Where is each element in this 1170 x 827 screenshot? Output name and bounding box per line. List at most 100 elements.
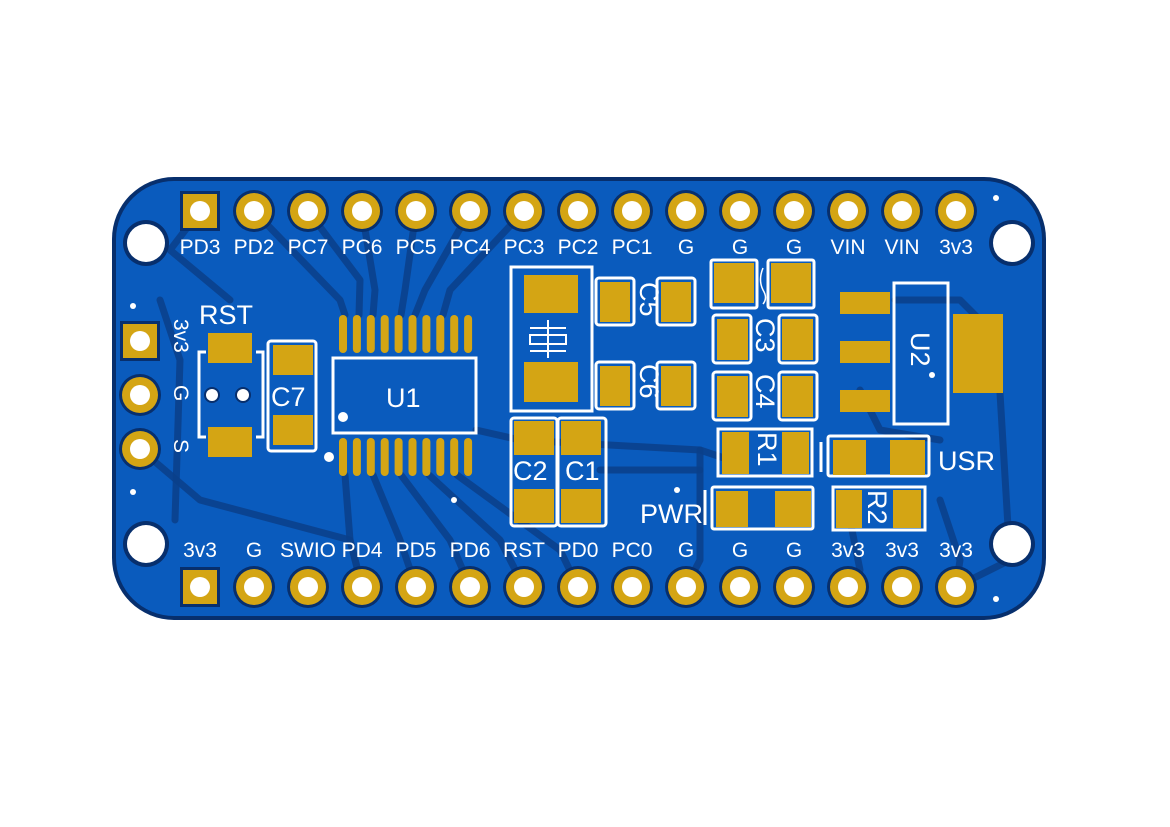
u1-pin <box>394 315 403 353</box>
r1-label: R1 <box>752 432 782 467</box>
c7-label: C7 <box>271 382 306 412</box>
mounting-holes <box>123 195 1035 602</box>
top-header-pin <box>180 191 220 231</box>
u1-pin <box>366 315 375 353</box>
top-header-pin <box>341 190 383 232</box>
regulator-u2: U2 <box>840 281 1003 426</box>
top-header-pin <box>449 190 491 232</box>
led-usr: USR <box>819 434 995 478</box>
u1-pin <box>422 438 431 476</box>
bottom-header-pin <box>341 566 383 608</box>
crystal <box>509 265 594 413</box>
mounting-hole <box>993 224 1031 262</box>
bottom-header-pin <box>719 566 761 608</box>
bottom-header-pin-label: PD4 <box>342 539 383 562</box>
bottom-header-pin <box>665 566 707 608</box>
bottom-header-pin <box>557 566 599 608</box>
usr-label: USR <box>938 446 995 476</box>
side-header-pin-label: G <box>169 385 192 401</box>
u1-pin <box>450 315 459 353</box>
top-header-pin <box>665 190 707 232</box>
top-header-pin <box>287 190 329 232</box>
side-header-pin <box>119 374 161 416</box>
resistor-r2: R2 <box>831 485 927 532</box>
top-header-pin-label: PC2 <box>558 236 599 259</box>
top-header-pin <box>611 190 653 232</box>
bottom-header-pin-label: PC0 <box>612 539 653 562</box>
top-header-pin-label: PC7 <box>288 236 329 259</box>
top-header-pin <box>719 190 761 232</box>
top-header-pin-label: PD2 <box>234 236 275 259</box>
bottom-header-pin-label: 3v3 <box>885 539 919 562</box>
top-header-pin <box>773 190 815 232</box>
u1-pin <box>380 315 389 353</box>
ic-u1: U1 <box>324 315 478 503</box>
top-header-pin-label: PC1 <box>612 236 653 259</box>
bottom-header-pin-label: G <box>786 539 802 562</box>
bottom-header-pin-label: 3v3 <box>939 539 973 562</box>
u1-pin <box>436 315 445 353</box>
top-header-pin-label: VIN <box>830 236 865 259</box>
capacitors-c2-c1: C2 C1 <box>509 416 608 528</box>
side-header-pin <box>120 321 160 361</box>
side-header-pin-label: S <box>169 439 192 453</box>
bottom-header-pin <box>935 566 977 608</box>
resistor-r1: R1 <box>716 427 814 478</box>
bottom-header-pin-label: SWIO <box>280 539 336 562</box>
capacitor-c7: C7 <box>266 339 318 453</box>
bottom-header-pin-label: G <box>732 539 748 562</box>
mounting-hole <box>127 525 165 563</box>
u1-pin <box>408 438 417 476</box>
capacitor-c4: C4 <box>711 370 819 422</box>
top-header-pin <box>233 190 275 232</box>
top-header-pin <box>503 190 545 232</box>
mounting-hole <box>993 525 1031 563</box>
u1-pin <box>380 438 389 476</box>
u1-pin <box>352 438 361 476</box>
u1-pin <box>464 315 473 353</box>
u1-pin <box>464 438 473 476</box>
top-header-pin-label: G <box>678 236 694 259</box>
bottom-header-pin-label: PD0 <box>558 539 599 562</box>
bottom-header-pin <box>881 566 923 608</box>
c2-label: C2 <box>513 456 548 486</box>
u1-pin <box>339 438 347 476</box>
u1-pin <box>408 315 417 353</box>
top-header-pin-label: PC3 <box>504 236 545 259</box>
mounting-hole <box>127 224 165 262</box>
u1-label: U1 <box>386 383 421 413</box>
bottom-header-pin <box>827 566 869 608</box>
c6-label: C6 <box>634 364 664 399</box>
top-header-pin-label: G <box>732 236 748 259</box>
c3-label: C3 <box>750 318 780 353</box>
u1-pin <box>339 315 347 353</box>
bottom-header-pin-label: PD5 <box>396 539 437 562</box>
bottom-header-pin <box>287 566 329 608</box>
u1-pin <box>352 315 361 353</box>
bottom-header-pin-label: 3v3 <box>831 539 865 562</box>
top-header-pin-label: PD3 <box>180 236 221 259</box>
bottom-header-pin <box>233 566 275 608</box>
top-header-pin <box>557 190 599 232</box>
bottom-header-pin-label: G <box>246 539 262 562</box>
c5-label: C5 <box>634 282 664 317</box>
bottom-header-pin <box>180 567 220 607</box>
reset-button: RST <box>197 300 265 457</box>
bottom-header-pin <box>395 566 437 608</box>
top-header-pin <box>881 190 923 232</box>
top-header-pin <box>395 190 437 232</box>
u1-pin <box>450 438 459 476</box>
bottom-header-pin <box>503 566 545 608</box>
u1-pin <box>422 315 431 353</box>
top-header-pin-label: PC6 <box>342 236 383 259</box>
u1-pin <box>394 438 403 476</box>
bottom-header-pin <box>773 566 815 608</box>
capacitor-c6: C6 <box>594 360 697 411</box>
traces <box>136 207 1014 591</box>
bottom-header-pin-label: 3v3 <box>183 539 217 562</box>
u1-pin <box>436 438 445 476</box>
r2-label: R2 <box>862 490 892 525</box>
